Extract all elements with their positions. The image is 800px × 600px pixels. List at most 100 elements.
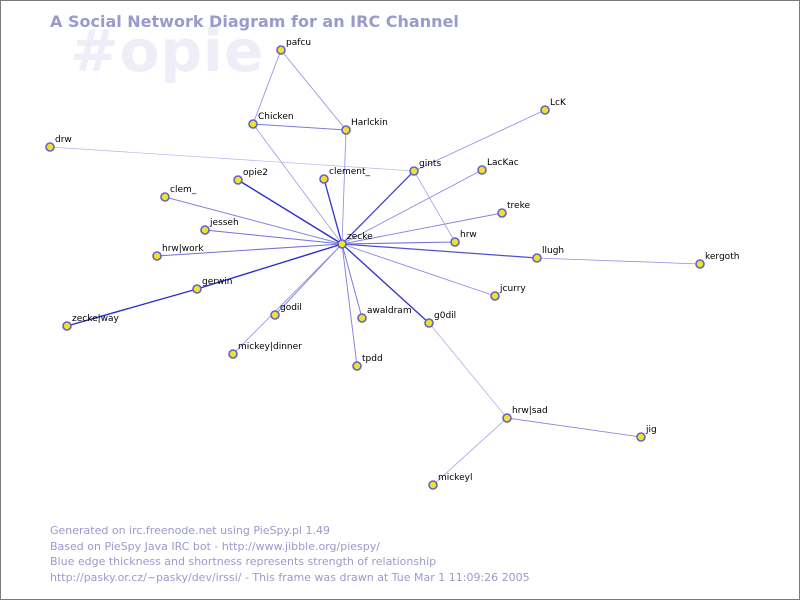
node-jcurry: jcurry: [490, 284, 526, 301]
node-marker: [233, 175, 243, 185]
node-marker: [319, 174, 329, 184]
node-marker: [532, 253, 542, 263]
edge-gints-hrw: [413, 170, 456, 243]
node-label: treke: [507, 201, 530, 211]
node-llugh: llugh: [532, 246, 564, 263]
node-mickeydinner: mickey|dinner: [228, 342, 302, 359]
edge-gints-lck: [413, 109, 546, 172]
node-marker: [276, 45, 286, 55]
edge-zecke-clem: [164, 196, 343, 245]
node-label: mickey|dinner: [238, 342, 302, 352]
node-label: llugh: [542, 246, 564, 256]
edge-zecke-harlckin: [341, 129, 347, 245]
node-marker: [636, 432, 646, 442]
node-label: LacKac: [487, 158, 519, 168]
node-marker: [341, 125, 351, 135]
node-clem: clem_: [160, 185, 197, 202]
node-harlckin: Harlckin: [341, 118, 388, 135]
node-label: jesseh: [209, 218, 239, 228]
node-gints: gints: [409, 159, 441, 176]
node-clement: clement_: [319, 167, 371, 184]
node-label: hrw|work: [162, 244, 204, 254]
edge-pafcu-harlckin: [280, 49, 347, 131]
node-marker: [248, 119, 258, 129]
edge-chicken-harlckin: [252, 123, 347, 131]
node-marker: [695, 259, 705, 269]
node-label: zecke: [347, 232, 373, 242]
node-tpdd: tpdd: [352, 354, 383, 371]
edge-gints-drw: [49, 146, 415, 172]
footer-line-legend: Blue edge thickness and shortness repres…: [50, 555, 437, 568]
node-marker: [424, 318, 434, 328]
edge-zecke-jcurry: [341, 243, 496, 297]
node-awaldram: awaldram: [357, 306, 412, 323]
node-marker: [62, 321, 72, 331]
node-marker: [450, 237, 460, 247]
node-marker: [152, 251, 162, 261]
node-label: g0dil: [434, 311, 456, 321]
edge-zecke-jesseh: [204, 229, 343, 245]
edge-zecke-mickeydinner: [232, 243, 343, 355]
edge-zecke-llugh: [341, 243, 538, 259]
node-zecke: zecke: [337, 232, 373, 249]
node-marker: [477, 165, 487, 175]
node-marker: [428, 480, 438, 490]
edge-zecke-hrw: [341, 241, 456, 245]
node-label: awaldram: [367, 306, 412, 316]
node-marker: [200, 225, 210, 235]
edge-hrwsad-jig: [506, 417, 642, 438]
node-g0dil: g0dil: [424, 311, 456, 328]
node-mickeyl: mickeyl: [428, 473, 472, 490]
edge-zecke-opie2: [237, 179, 343, 245]
node-jig: jig: [636, 425, 657, 442]
node-godil: godil: [270, 303, 302, 320]
node-label: jig: [645, 425, 657, 435]
footer-line-based-on: Based on PieSpy Java IRC bot - http://ww…: [50, 539, 380, 553]
node-marker: [160, 192, 170, 202]
edge-hrwsad-mickeyl: [432, 417, 508, 486]
edge-g0dil-hrwsad: [428, 322, 508, 419]
node-marker: [337, 239, 347, 249]
node-lck: LcK: [540, 98, 567, 115]
edges-layer: [49, 49, 701, 486]
diagram-title: A Social Network Diagram for an IRC Chan…: [50, 12, 459, 31]
node-marker: [540, 105, 550, 115]
node-marker: [192, 284, 202, 294]
node-treke: treke: [497, 201, 530, 218]
node-opie2: opie2: [233, 168, 268, 185]
node-kergoth: kergoth: [695, 252, 739, 269]
node-drw: drw: [45, 135, 72, 152]
node-marker: [490, 291, 500, 301]
footer-line-generated: Generated on irc.freenode.net using PieS…: [50, 524, 330, 537]
node-label: opie2: [243, 168, 268, 178]
edge-gerwin-zeckeway: [66, 288, 198, 327]
node-chicken: Chicken: [248, 112, 294, 129]
node-label: gints: [419, 159, 441, 169]
channel-watermark: #opie: [70, 17, 265, 85]
edge-zecke-hrwwork: [156, 243, 343, 257]
edge-zecke-gerwin: [196, 243, 343, 290]
node-hrwsad: hrw|sad: [502, 406, 548, 423]
edge-zecke-tpdd: [341, 243, 358, 367]
node-zeckeway: zecke|way: [62, 314, 120, 331]
node-label: drw: [55, 135, 72, 145]
node-marker: [357, 313, 367, 323]
node-marker: [228, 349, 238, 359]
node-label: mickeyl: [438, 473, 472, 483]
edge-llugh-kergoth: [536, 257, 701, 265]
footer-line-drawn-at: http://pasky.or.cz/~pasky/dev/irssi/ - T…: [50, 570, 530, 584]
node-label: tpdd: [362, 354, 383, 364]
edge-zecke-treke: [341, 212, 503, 245]
footer-notes: Generated on irc.freenode.net using PieS…: [50, 523, 530, 585]
node-label: Chicken: [258, 112, 294, 122]
node-label: kergoth: [705, 252, 739, 262]
node-marker: [497, 208, 507, 218]
node-hrwwork: hrw|work: [152, 244, 204, 261]
edge-pafcu-chicken: [252, 49, 282, 125]
node-jesseh: jesseh: [200, 218, 239, 235]
node-label: godil: [280, 303, 302, 313]
node-hrw: hrw: [450, 230, 477, 247]
